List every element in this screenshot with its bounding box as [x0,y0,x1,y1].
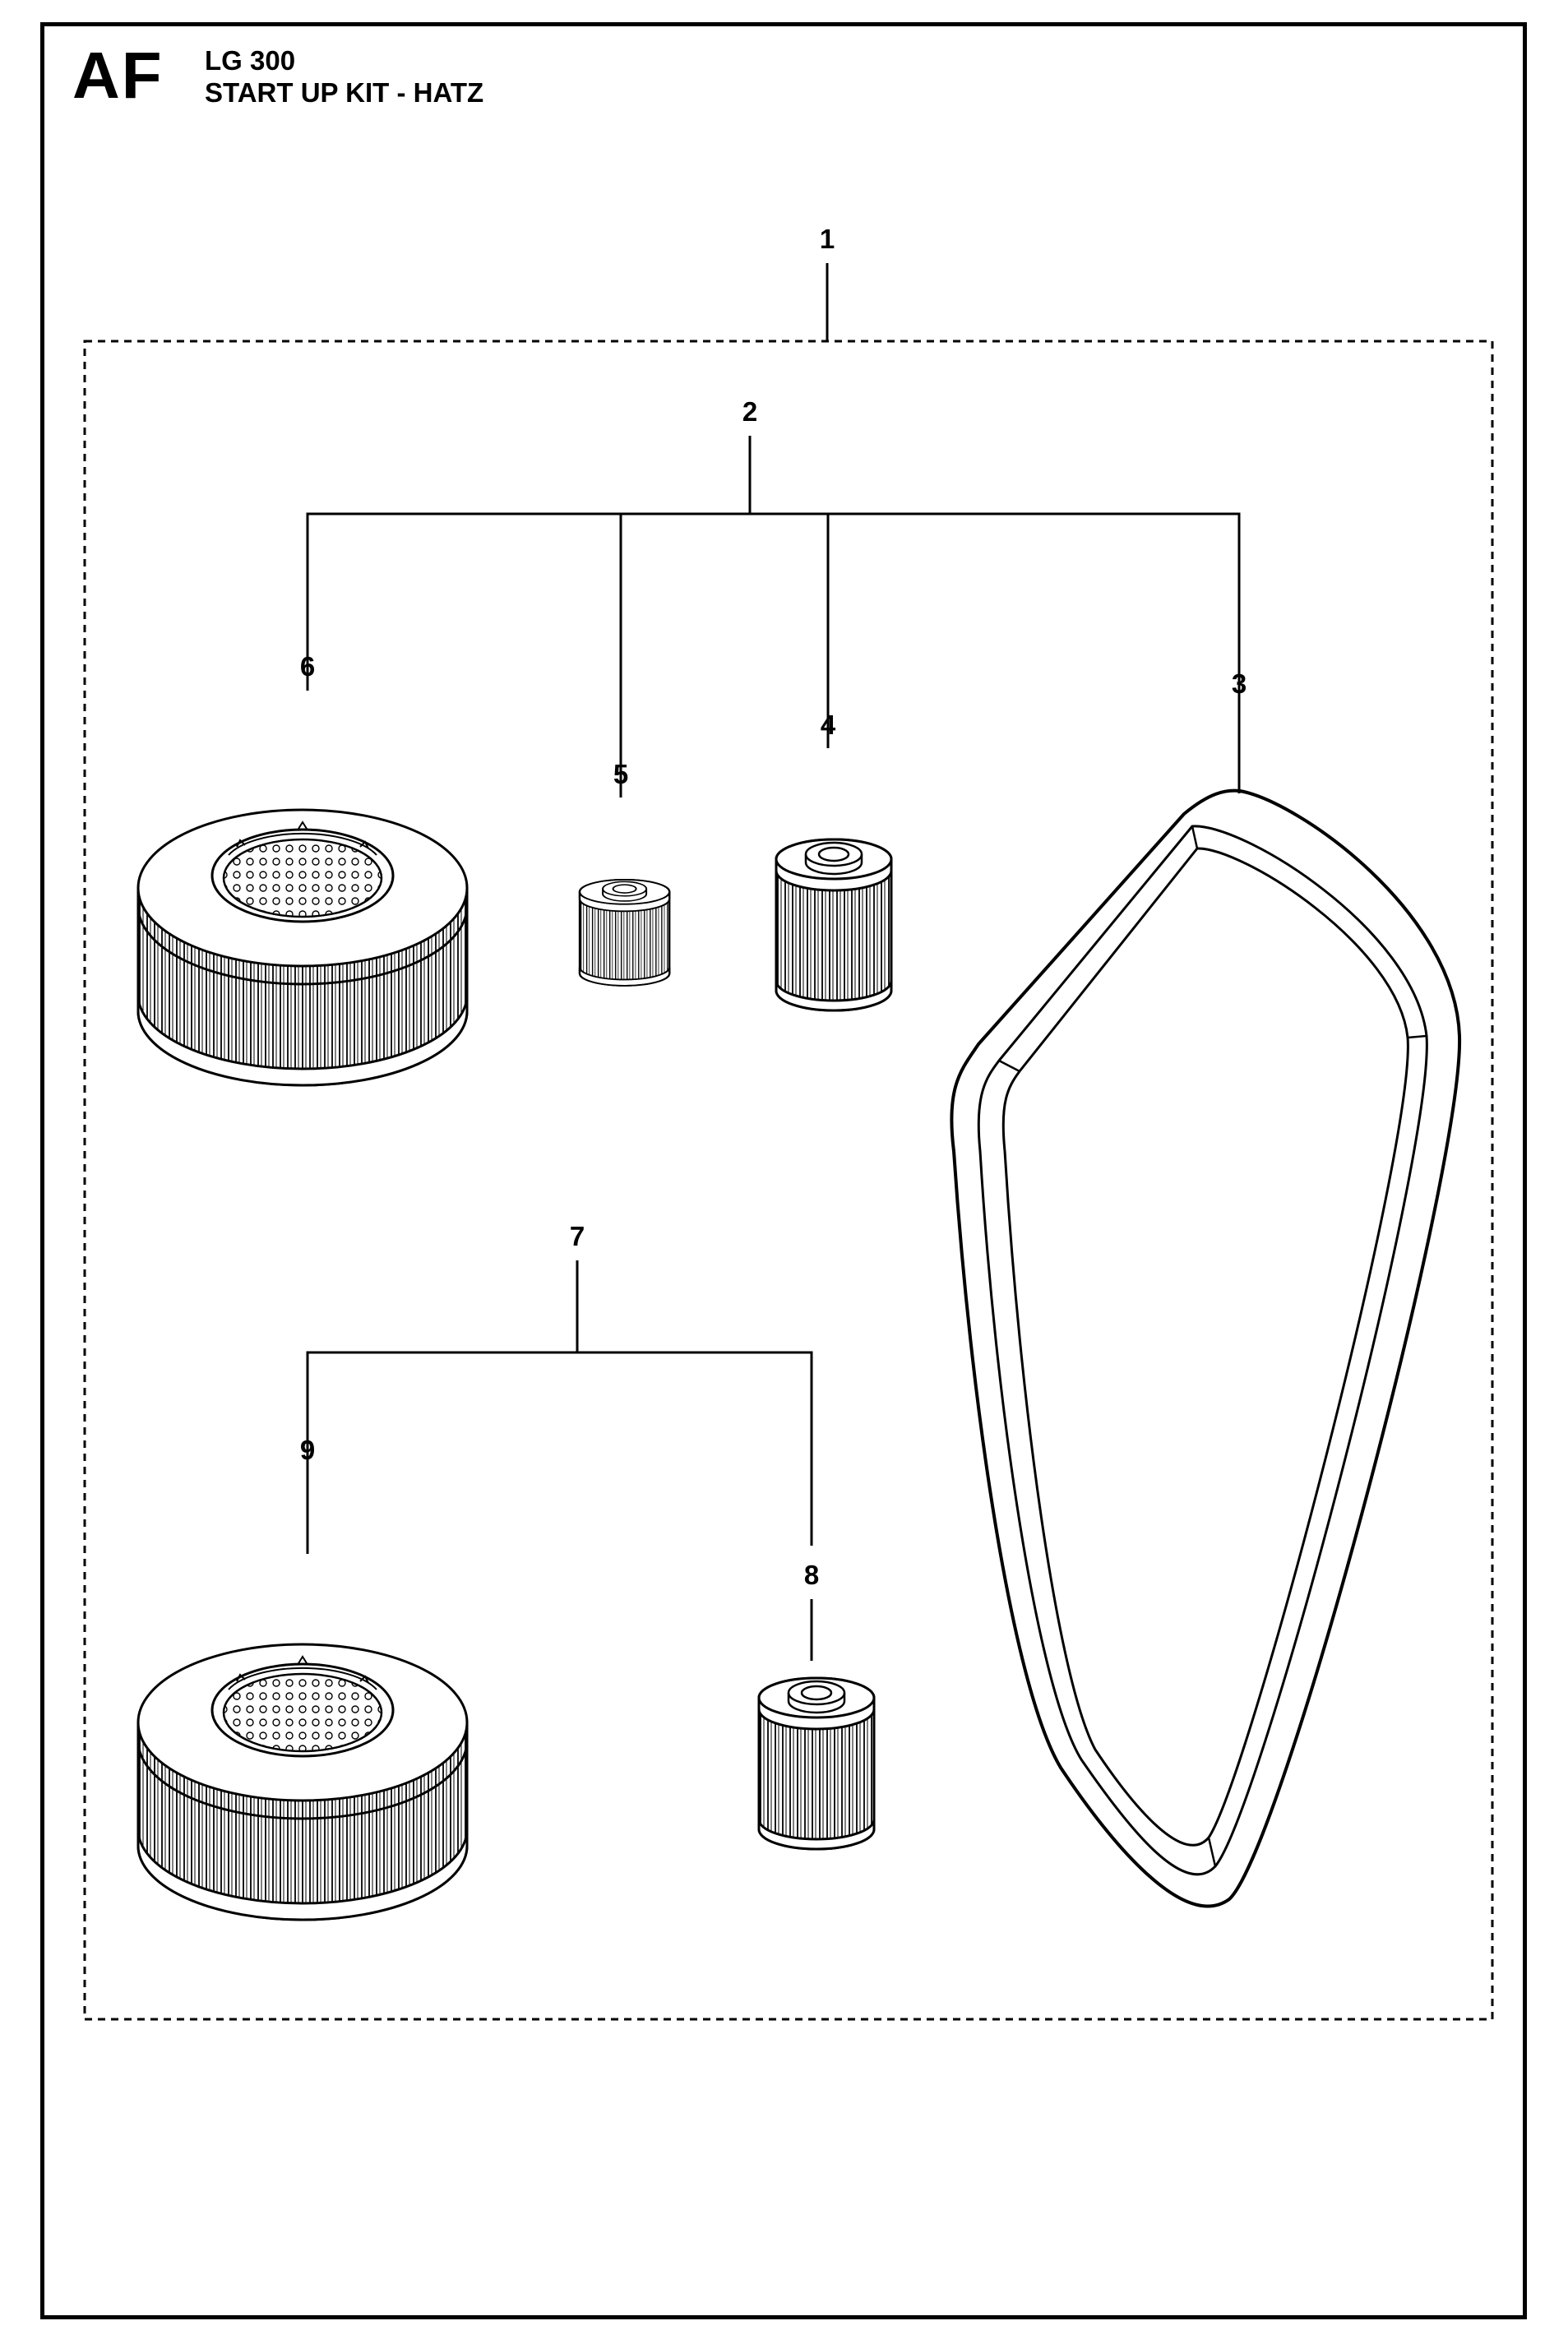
callout-5: 5 [613,759,628,789]
fuel-filter-part-4 [775,838,893,1012]
callout-3: 3 [1232,668,1247,699]
section-code: AF [72,39,164,112]
v-belt-part-3 [950,788,1462,1908]
leader-lines [306,263,1241,1661]
air-filter-part-6 [136,808,469,1087]
air-filter-part-9 [136,1643,469,1921]
callout-6: 6 [300,651,315,682]
callout-9: 9 [300,1435,315,1465]
callout-1: 1 [820,224,835,254]
callout-8: 8 [804,1560,819,1590]
page-frame [40,22,1527,2319]
model-name: LG 300 [205,45,296,76]
kit-title: START UP KIT - HATZ [205,77,484,108]
kit-boundary [83,340,1494,2021]
callout-4: 4 [821,710,836,740]
callout-7: 7 [570,1221,585,1251]
callout-2: 2 [742,396,757,427]
callout-labels: 1 2 3 4 5 6 7 8 9 [300,224,1247,1590]
fuel-filter-part-8 [757,1676,876,1851]
filter-insert-part-5 [578,878,671,987]
